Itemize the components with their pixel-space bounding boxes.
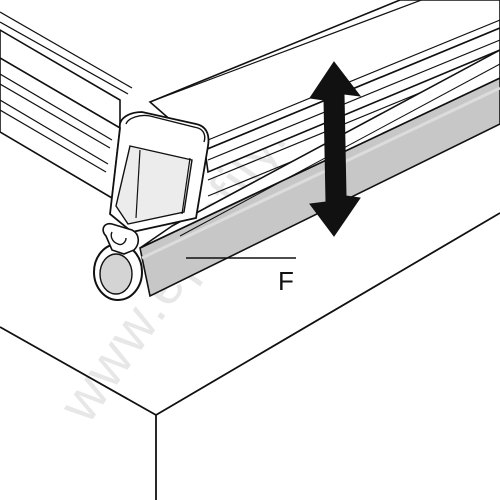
right-profile-groove-line: [207, 19, 500, 141]
left-profile-back-edge: [0, 21, 129, 95]
left-profile-back-edge: [0, 11, 133, 89]
rod-end-cap: [93, 222, 143, 301]
rod-clip-detail: [110, 231, 127, 246]
aluminium-frame: [0, 0, 500, 301]
rod-top-clip-strip: [139, 49, 500, 249]
corner-connector: [109, 111, 210, 233]
motion-arrow-shape: [309, 61, 362, 237]
right-profile-groove-line: [207, 39, 500, 161]
callout-f: F: [186, 257, 296, 296]
left-profile: [0, 11, 133, 200]
table-block: [0, 212, 500, 500]
left-profile-groove-line: [0, 83, 111, 149]
front-rod: [139, 49, 500, 298]
callout-label: F: [278, 266, 294, 296]
double-headed-vertical-arrow-icon: [309, 61, 362, 237]
left-profile-groove-line: [0, 109, 107, 173]
connector-bevel-line: [135, 149, 141, 219]
rod-clip-hook: [102, 222, 140, 255]
rod-end-inner: [99, 253, 133, 295]
connector-top-edge: [125, 114, 206, 143]
right-profile-back-edge: [149, 0, 424, 103]
rod-highlight: [141, 86, 500, 260]
left-profile-groove-line: [0, 99, 109, 165]
connector-front-face: [115, 145, 193, 225]
left-profile-groove-line: [0, 73, 113, 141]
connector-bevel-line: [181, 157, 191, 215]
